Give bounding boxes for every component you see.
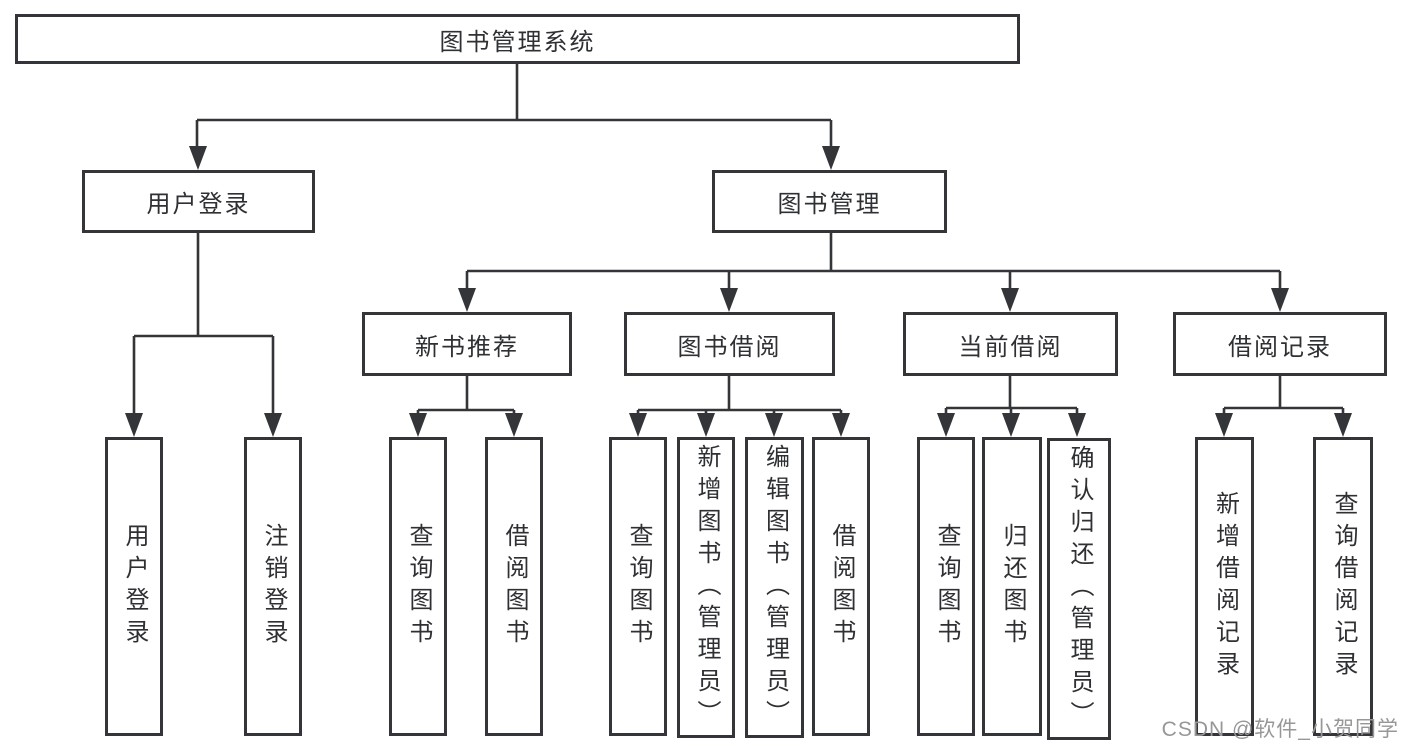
leaf-return-books-label: 归还图书 bbox=[999, 522, 1026, 651]
leaf-add-books-admin: 新增图书（管理员） bbox=[677, 437, 735, 738]
node-new-book-recommend-label: 新书推荐 bbox=[415, 333, 519, 361]
leaf-query-books-borrowing-label: 查询图书 bbox=[625, 522, 652, 651]
leaf-borrow-books-borrowing-label: 借阅图书 bbox=[828, 522, 855, 651]
node-book-borrowing: 图书借阅 bbox=[624, 312, 835, 376]
leaf-confirm-return-admin: 确认归还（管理员） bbox=[1047, 438, 1111, 740]
node-user-login: 用户登录 bbox=[82, 170, 315, 233]
csdn-watermark: CSDN @软件_小贺同学 bbox=[1161, 718, 1399, 741]
leaf-query-books-borrowing: 查询图书 bbox=[609, 437, 667, 736]
leaf-return-books: 归还图书 bbox=[982, 437, 1042, 736]
node-book-management: 图书管理 bbox=[712, 170, 947, 233]
leaf-query-borrow-record: 查询借阅记录 bbox=[1313, 437, 1373, 736]
node-borrow-records: 借阅记录 bbox=[1173, 312, 1387, 376]
leaf-query-books-recommend: 查询图书 bbox=[389, 437, 447, 736]
leaf-add-borrow-record: 新增借阅记录 bbox=[1195, 437, 1254, 736]
leaf-edit-books-admin-label: 编辑图书（管理员） bbox=[761, 443, 789, 732]
node-user-login-label: 用户登录 bbox=[146, 191, 251, 218]
leaf-query-books-recommend-label: 查询图书 bbox=[405, 522, 432, 651]
leaf-query-books-current-label: 查询图书 bbox=[933, 522, 960, 651]
leaf-query-borrow-record-label: 查询借阅记录 bbox=[1330, 490, 1357, 683]
leaf-borrow-books-recommend-label: 借阅图书 bbox=[501, 522, 528, 651]
node-library-system: 图书管理系统 bbox=[15, 14, 1020, 64]
leaf-logout: 注销登录 bbox=[244, 437, 302, 736]
leaf-edit-books-admin: 编辑图书（管理员） bbox=[745, 437, 804, 738]
node-library-system-label: 图书管理系统 bbox=[439, 28, 596, 56]
leaf-borrow-books-borrowing: 借阅图书 bbox=[812, 437, 870, 736]
leaf-user-login: 用户登录 bbox=[105, 437, 163, 736]
node-book-borrowing-label: 图书借阅 bbox=[677, 333, 782, 361]
leaf-logout-label: 注销登录 bbox=[260, 522, 287, 651]
leaf-query-books-current: 查询图书 bbox=[917, 437, 975, 736]
leaf-borrow-books-recommend: 借阅图书 bbox=[485, 437, 543, 736]
node-new-book-recommend: 新书推荐 bbox=[362, 312, 572, 376]
leaf-add-books-admin-label: 新增图书（管理员） bbox=[693, 443, 720, 732]
leaf-add-borrow-record-label: 新增借阅记录 bbox=[1211, 490, 1239, 683]
node-current-borrowing-label: 当前借阅 bbox=[958, 333, 1063, 361]
node-borrow-records-label: 借阅记录 bbox=[1228, 333, 1332, 361]
leaf-confirm-return-admin-label: 确认归还（管理员） bbox=[1066, 445, 1093, 733]
node-current-borrowing: 当前借阅 bbox=[903, 312, 1118, 376]
leaf-user-login-label: 用户登录 bbox=[121, 522, 148, 651]
node-book-management-label: 图书管理 bbox=[777, 191, 882, 218]
